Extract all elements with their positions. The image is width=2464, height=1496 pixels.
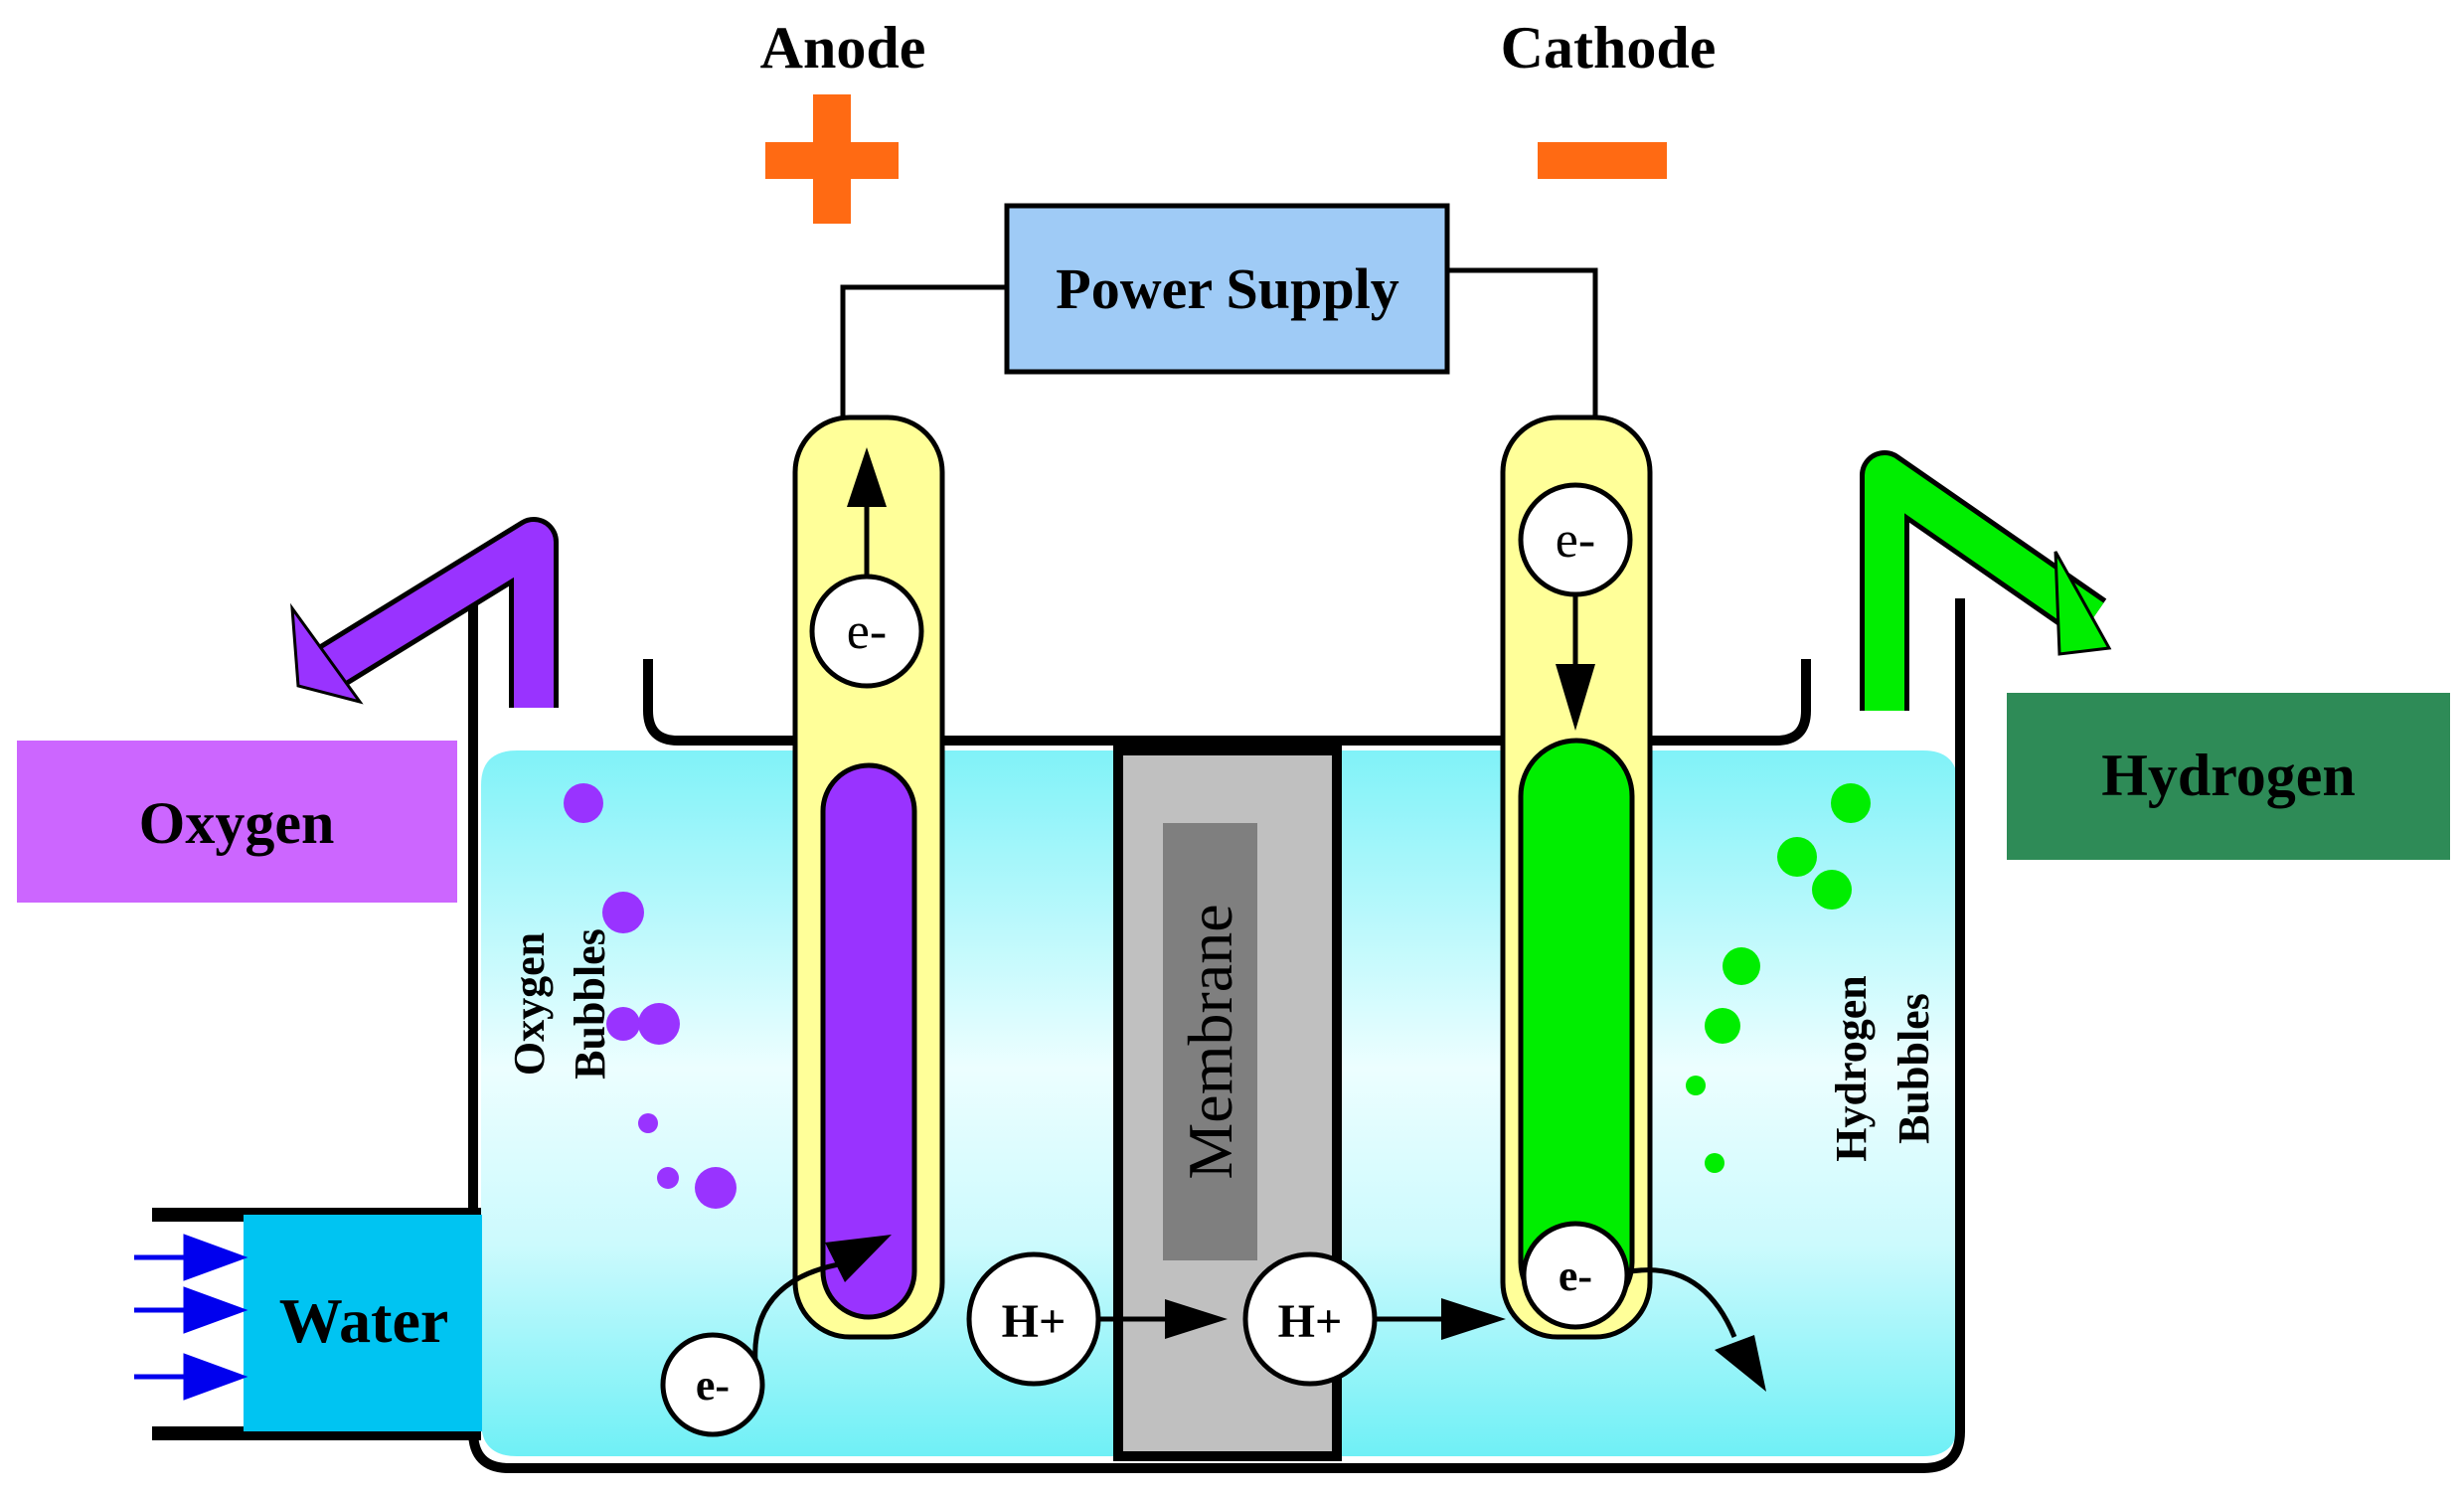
cathode-electron-arrow-head-icon (1556, 664, 1595, 731)
oxygen-bubbles-label-line1: Oxygen (505, 932, 554, 1076)
water-box (244, 1215, 482, 1431)
bottom-electron-arrow-head-icon (825, 1235, 892, 1282)
anode-label: Anode (760, 15, 926, 81)
membrane-label: Membrane (1175, 904, 1245, 1179)
proton-right-label: H+ (1278, 1295, 1343, 1348)
oxygen-label: Oxygen (139, 790, 335, 856)
cathode-wire (1446, 267, 1598, 419)
minus-sign-icon (1538, 142, 1667, 179)
anode-electron-label: e- (847, 603, 887, 660)
hydrogen-box (2007, 693, 2450, 860)
hydrogen-outlet-arrow-icon (1860, 450, 2112, 711)
bottom-electron-circle (660, 1332, 765, 1437)
tank-lid (643, 659, 1811, 746)
hydrogen-bubbles-label-line2: Bubbles (1889, 993, 1938, 1144)
anode-wire (840, 284, 1007, 422)
cathode-bottom-electron-arrow (1624, 1267, 1737, 1338)
proton-left-label: H+ (1002, 1295, 1067, 1348)
anode-electrode (820, 762, 917, 1320)
tank-outline (468, 598, 1965, 1473)
cathode-electron-label: e- (1556, 512, 1595, 569)
power-supply-box (1004, 203, 1450, 375)
water-inflow-arrows (134, 1234, 248, 1401)
power-supply-label: Power Supply (1056, 256, 1398, 321)
cathode-bottom-electron-circle (1521, 1221, 1630, 1330)
oxygen-bubbles-label-line2: Bubbles (566, 928, 614, 1080)
oxygen-bubbles (564, 783, 737, 1209)
cathode-label: Cathode (1501, 15, 1717, 81)
oxygen-outlet-arrow-icon (290, 517, 559, 708)
bottom-electron-arrow (752, 1259, 851, 1363)
oxygen-box (17, 741, 457, 903)
membrane-label-box (1163, 823, 1257, 1260)
proton-arrow-2-head-icon (1441, 1298, 1506, 1340)
anode-electron-circle (809, 574, 924, 689)
cathode-bottom-electron-arrow-head-icon (1715, 1335, 1766, 1392)
cathode-bottom-electron-label: e- (1559, 1251, 1592, 1300)
hydrogen-bubbles-label-line1: Hydrogen (1827, 975, 1876, 1161)
bottom-electron-label: e- (696, 1361, 730, 1410)
plus-sign-icon (765, 94, 899, 224)
hydrogen-label: Hydrogen (2101, 743, 2356, 808)
proton-arrow-1-head-icon (1165, 1299, 1228, 1339)
hydrogen-bubbles (1686, 783, 1871, 1173)
anode-electron-arrow-head-icon (847, 447, 887, 507)
water-label: Water (279, 1285, 449, 1356)
